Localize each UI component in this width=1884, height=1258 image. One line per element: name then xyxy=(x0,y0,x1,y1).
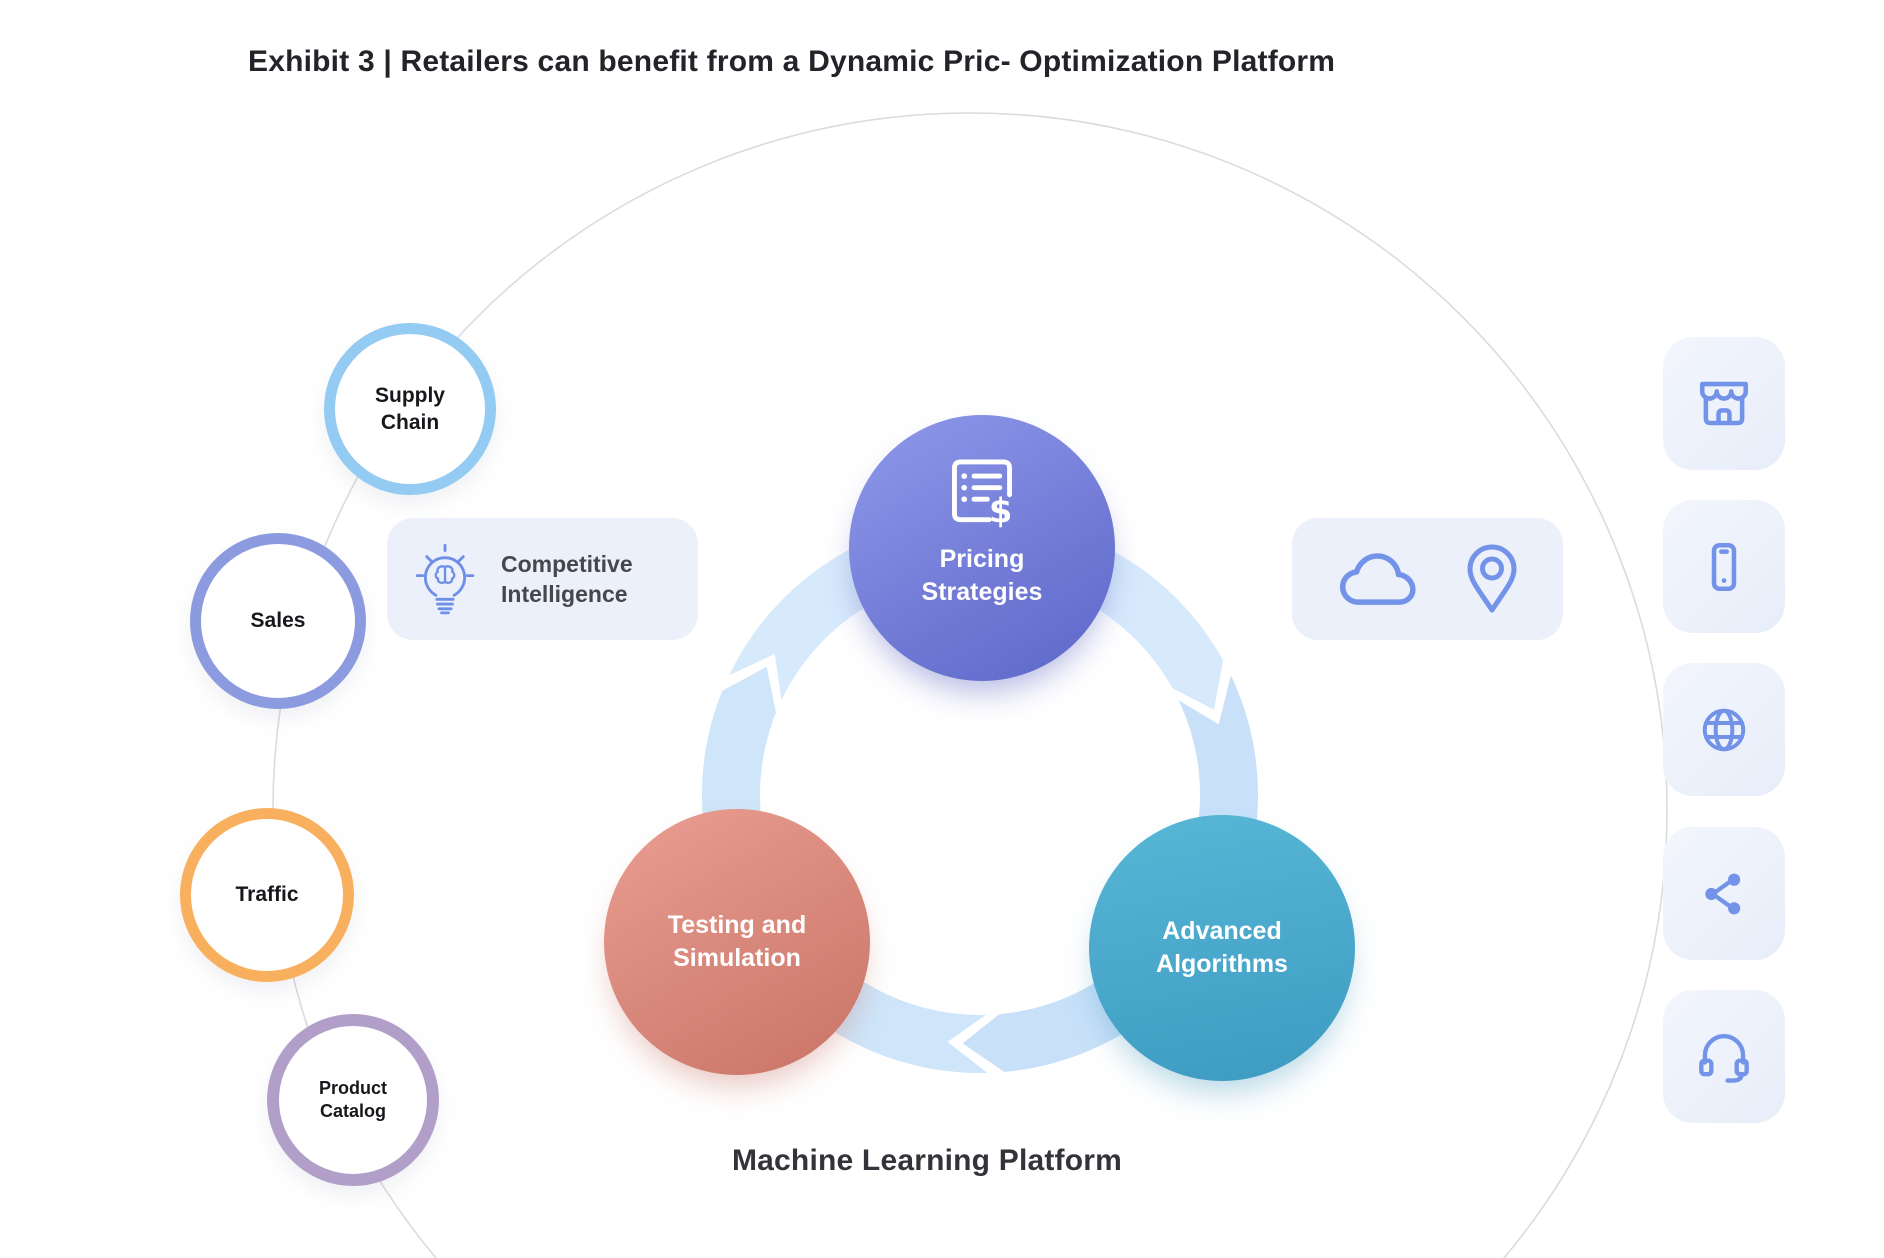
headset-icon xyxy=(1699,1033,1749,1083)
supply-chain-node: Supply Chain xyxy=(324,323,496,495)
channel-card-globe xyxy=(1663,663,1785,796)
channel-card-smartphone xyxy=(1663,500,1785,633)
share-icon xyxy=(1705,873,1741,914)
exhibit-title: Exhibit 3 | Retailers can benefit from a… xyxy=(248,45,1336,78)
cloud-location-card xyxy=(1292,518,1563,640)
testing-simulation-node: Testing and Simulation xyxy=(604,809,870,1075)
advanced-algorithms-node: Advanced Algorithms xyxy=(1089,815,1355,1081)
storefront-icon xyxy=(1699,381,1749,425)
price-list-icon: $ xyxy=(952,459,1013,529)
pricing-strategies-label: Pricing Strategies xyxy=(921,545,1043,606)
cloud-icon xyxy=(1339,553,1416,605)
pricing-strategies-node: $ Pricing Strategies xyxy=(849,415,1115,681)
dollar-glyph: $ xyxy=(989,491,1013,529)
testing-simulation-label: Testing and Simulation xyxy=(667,911,807,972)
competitive-intelligence-label: Competitive Intelligence xyxy=(501,550,633,607)
traffic-node: Traffic xyxy=(180,808,354,982)
lightbulb-brain-icon xyxy=(415,543,475,615)
sales-node: Sales xyxy=(190,533,366,709)
outer-orbit-circle xyxy=(272,112,1668,1258)
globe-icon xyxy=(1702,708,1746,751)
product-catalog-node: Product Catalog xyxy=(267,1014,439,1186)
channel-card-storefront xyxy=(1663,337,1785,470)
competitive-intelligence-card: Competitive Intelligence xyxy=(387,518,698,640)
advanced-algorithms-label: Advanced Algorithms xyxy=(1156,917,1288,978)
smartphone-icon xyxy=(1711,542,1737,591)
channel-card-headset xyxy=(1663,990,1785,1123)
location-pin-icon xyxy=(1467,544,1516,613)
channel-card-share xyxy=(1663,827,1785,960)
platform-label: Machine Learning Platform xyxy=(731,1144,1123,1177)
